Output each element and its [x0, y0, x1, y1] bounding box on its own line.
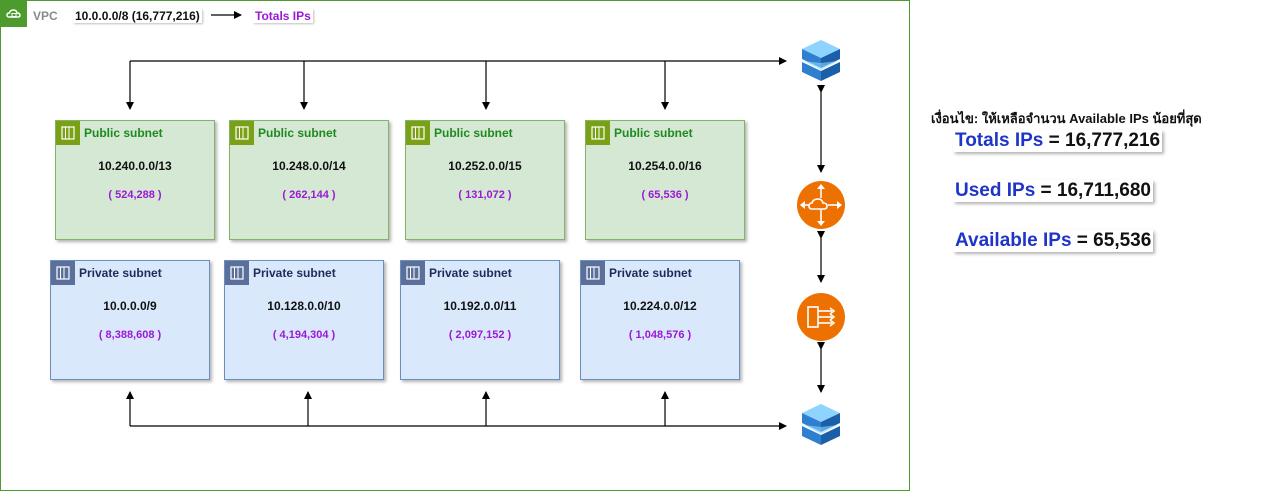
subnet-cidr: 10.240.0.0/13 [98, 159, 172, 173]
subnet-ip-count: ( 8,388,608 ) [98, 329, 162, 341]
subnet-ip-count: ( 524,288 ) [108, 189, 162, 201]
totals-ips-value: = 16,777,216 [1043, 130, 1161, 151]
available-ips-value: = 65,536 [1071, 230, 1152, 251]
used-ips-value: = 16,711,680 [1035, 180, 1151, 201]
available-ips-label: Available IPs [955, 230, 1072, 251]
subnet-title: Public subnet [84, 126, 163, 140]
vpc-cidr: 10.0.0.0/8 (16,777,216) [73, 9, 202, 23]
subnet-cidr: 10.192.0.0/11 [443, 299, 517, 313]
subnet-cidr: 10.248.0.0/14 [272, 159, 346, 173]
subnet-ip-count: ( 262,144 ) [282, 189, 336, 201]
internet-gateway-icon[interactable] [796, 180, 846, 235]
vpc-cloud-icon [1, 1, 27, 27]
subnet-title: Public subnet [614, 126, 693, 140]
subnet-title: Public subnet [434, 126, 513, 140]
subnet-icon [581, 261, 605, 285]
public-subnet-1[interactable]: Public subnet 10.240.0.0/13 ( 524,288 ) [55, 120, 215, 240]
subnet-icon [51, 261, 75, 285]
private-subnet-3[interactable]: Private subnet 10.192.0.0/11 ( 2,097,152… [400, 260, 560, 380]
connector-lines [126, 11, 825, 430]
subnet-ip-count: ( 2,097,152 ) [448, 329, 512, 341]
subnet-title: Private subnet [253, 266, 336, 280]
nat-gateway-icon[interactable] [796, 292, 846, 347]
subnet-title: Private subnet [609, 266, 692, 280]
subnet-cidr: 10.128.0.0/10 [267, 299, 341, 313]
vpc-label: VPC [33, 9, 58, 23]
available-ips-stat: Available IPs = 65,536 [953, 230, 1154, 252]
router-stack-icon[interactable] [800, 400, 842, 453]
subnet-icon [401, 261, 425, 285]
subnet-cidr: 10.252.0.0/15 [448, 159, 522, 173]
private-subnet-4[interactable]: Private subnet 10.224.0.0/12 ( 1,048,576… [580, 260, 740, 380]
subnet-cidr: 10.0.0.0/9 [103, 299, 157, 313]
used-ips-label: Used IPs [955, 180, 1036, 201]
subnet-cidr: 10.224.0.0/12 [623, 299, 697, 313]
private-subnet-2[interactable]: Private subnet 10.128.0.0/10 ( 4,194,304… [224, 260, 384, 380]
router-stack-icon[interactable] [800, 36, 842, 89]
totals-ips-stat: Totals IPs = 16,777,216 [953, 130, 1163, 152]
subnet-ip-count: ( 65,536 ) [641, 189, 689, 201]
totals-ips-label: Totals IPs [955, 130, 1044, 151]
subnet-icon [225, 261, 249, 285]
subnet-ip-count: ( 1,048,576 ) [628, 329, 692, 341]
subnet-title: Public subnet [258, 126, 337, 140]
used-ips-stat: Used IPs = 16,711,680 [953, 180, 1153, 202]
vpc-container: VPC [0, 0, 910, 491]
subnet-icon [230, 121, 254, 145]
subnet-icon [406, 121, 430, 145]
subnet-title: Private subnet [429, 266, 512, 280]
public-subnet-4[interactable]: Public subnet 10.254.0.0/16 ( 65,536 ) [585, 120, 745, 240]
vpc-total-ips-label: Totals IPs [253, 9, 313, 23]
subnet-ip-count: ( 4,194,304 ) [272, 329, 336, 341]
subnet-ip-count: ( 131,072 ) [458, 189, 512, 201]
subnet-icon [56, 121, 80, 145]
subnet-icon [586, 121, 610, 145]
public-subnet-2[interactable]: Public subnet 10.248.0.0/14 ( 262,144 ) [229, 120, 389, 240]
private-subnet-1[interactable]: Private subnet 10.0.0.0/9 ( 8,388,608 ) [50, 260, 210, 380]
public-subnet-3[interactable]: Public subnet 10.252.0.0/15 ( 131,072 ) [405, 120, 565, 240]
condition-note: เงื่อนไข: ให้เหลือจำนวน Available IPs น้… [931, 111, 1202, 126]
subnet-title: Private subnet [79, 266, 162, 280]
subnet-cidr: 10.254.0.0/16 [628, 159, 702, 173]
